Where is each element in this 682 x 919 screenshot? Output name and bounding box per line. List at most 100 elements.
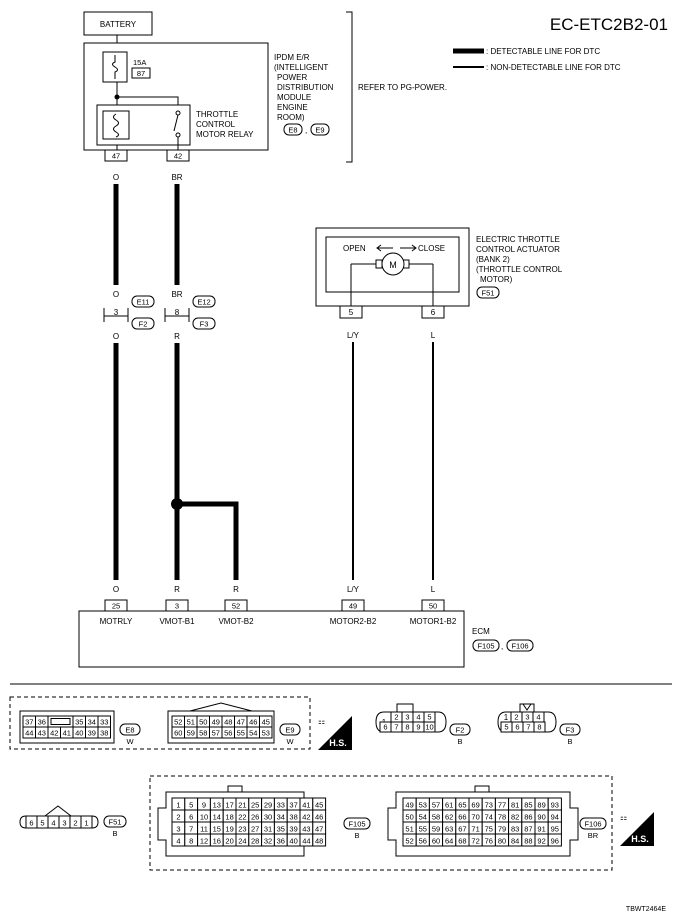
f105-pin: 16: [213, 837, 221, 846]
ecm-wire-color-4: L/Y: [347, 585, 360, 594]
e9-pin: 52: [174, 718, 182, 727]
f105-pin: 14: [213, 813, 221, 822]
actuator-wire-color-2: L: [431, 331, 436, 340]
relay-label-2: CONTROL: [196, 120, 236, 129]
f3-pin: 5: [504, 723, 508, 732]
f51-color: B: [112, 829, 117, 838]
f51-pin: 5: [40, 819, 44, 828]
ecm-conn-sep: ,: [501, 642, 503, 651]
f106-pin: 49: [405, 801, 413, 810]
e8-id: E8: [125, 726, 134, 735]
f105-pin: 45: [315, 801, 323, 810]
f2-pin: 6: [383, 723, 387, 732]
e8-pin: 41: [63, 729, 71, 738]
relay-coil-icon: [113, 113, 119, 138]
f105-pin: 30: [264, 813, 272, 822]
f106-pin: 59: [432, 825, 440, 834]
e9-id: E9: [285, 726, 294, 735]
f106-pin: 72: [471, 837, 479, 846]
ecm-pin-label: MOTOR2-B2: [330, 617, 377, 626]
f106-pin: 57: [432, 801, 440, 810]
junction-conn-f2: F2: [139, 320, 148, 329]
f106-pin: 63: [445, 825, 453, 834]
f105-pin: 3: [176, 825, 180, 834]
ipdm-conn-e8: E8: [288, 126, 297, 135]
f105-pin: 40: [289, 837, 297, 846]
actuator-line-3: (BANK 2): [476, 255, 510, 264]
ecm-pin-box: [421, 599, 445, 612]
ipdm-line-4: DISTRIBUTION: [277, 83, 334, 92]
ipdm-pin-47: 47: [112, 152, 120, 161]
harness-icon: ⚏: [620, 813, 627, 822]
f105-pin: 25: [251, 801, 259, 810]
f106-pin: 82: [511, 813, 519, 822]
f106-id: F106: [584, 820, 601, 829]
relay-label-1: THROTTLE: [196, 110, 238, 119]
f2-pin: 4: [416, 713, 420, 722]
f105-pin: 2: [176, 813, 180, 822]
e9-pin: 57: [212, 729, 220, 738]
hs-badge-top: ⚏ H.S.: [318, 716, 352, 750]
e8-id-pill: [119, 723, 141, 736]
f106-pin: 54: [419, 813, 427, 822]
f105-pin: 9: [202, 801, 206, 810]
f105-id: F105: [348, 820, 365, 829]
e8-pin: 39: [88, 729, 96, 738]
actuator-line-5: MOTOR): [480, 275, 513, 284]
actuator-conn-f51: F51: [482, 289, 495, 298]
f105-pin: 22: [238, 813, 246, 822]
f106-pin: 64: [445, 837, 453, 846]
f105-pin: 24: [238, 837, 246, 846]
f2-pin: 8: [405, 723, 409, 732]
f2-pin: 5: [427, 713, 431, 722]
f106-pin: 76: [485, 837, 493, 846]
f106-pin: 68: [458, 837, 466, 846]
f105-pin: 33: [277, 801, 285, 810]
f105-pin: 38: [289, 813, 297, 822]
f105-color: B: [354, 831, 359, 840]
e9-pin: 51: [187, 718, 195, 727]
f106-color: BR: [588, 831, 599, 840]
legend-non-detectable: : NON-DETECTABLE LINE FOR DTC: [486, 63, 621, 72]
ipdm-line-3: POWER: [277, 73, 307, 82]
e8-pin: 36: [38, 718, 46, 727]
f3-latch: [519, 703, 535, 713]
ipdm-line-1: IPDM E/R: [274, 53, 310, 62]
f106-pin: 80: [498, 837, 506, 846]
f106-pin: 65: [458, 801, 466, 810]
f106-cell: [547, 833, 562, 847]
f105-pin: 44: [302, 837, 310, 846]
f106-pin: 70: [471, 813, 479, 822]
wire-color-br-top: BR: [171, 173, 182, 182]
f106-pin: 73: [485, 801, 493, 810]
f105-pin: 34: [277, 813, 285, 822]
f106-pin: 91: [537, 825, 545, 834]
ecm-pin-box: [165, 599, 189, 612]
ecm-pin-number: 52: [232, 602, 240, 611]
actuator-open: OPEN: [343, 244, 366, 253]
e9-cell: [259, 726, 273, 739]
f105-pin: 1: [176, 801, 180, 810]
actuator-line-1: ELECTRIC THROTTLE: [476, 235, 560, 244]
ipdm-line-2: (INTELLIGENT: [274, 63, 328, 72]
f106-id-pill: [579, 817, 607, 830]
f105-pin: 18: [225, 813, 233, 822]
ecm-pin-box: [224, 599, 248, 612]
e9-pin: 49: [212, 718, 220, 727]
ecm-pin-number: 3: [175, 602, 179, 611]
junction-pin-8: 8: [175, 308, 180, 317]
ecm-wire-color-1: O: [113, 585, 119, 594]
junction-conn-e11: E11: [137, 298, 150, 307]
f51-latch: [44, 805, 72, 817]
f105-pin: 26: [251, 813, 259, 822]
f105-pin: 31: [264, 825, 272, 834]
e9-pin: 46: [249, 718, 257, 727]
ecm-pin-number: 50: [429, 602, 437, 611]
f3-color: B: [567, 737, 572, 746]
e9-id-pill: [279, 723, 301, 736]
e8-cell: [97, 726, 111, 739]
junction-r-bot-color: R: [174, 332, 180, 341]
f105-pin: 7: [189, 825, 193, 834]
harness-icon: ⚏: [318, 717, 325, 726]
battery-label: BATTERY: [100, 20, 137, 29]
